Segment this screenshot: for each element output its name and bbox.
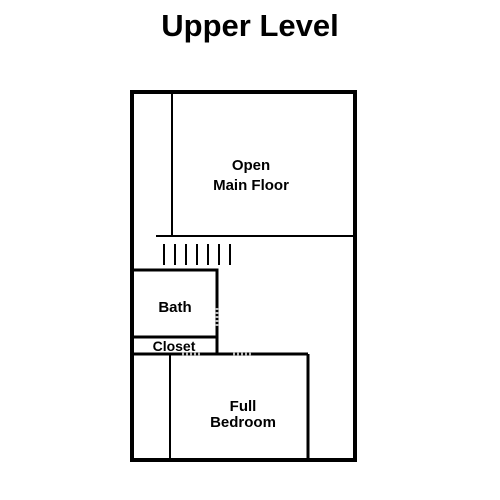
floor-plan-title: Upper Level: [161, 8, 339, 43]
bedroom-label-line1: Full: [230, 398, 257, 415]
closet-label: Closet: [153, 338, 196, 354]
main-floor-label-line1: Open: [232, 157, 270, 174]
main-floor-label-line2: Main Floor: [213, 177, 289, 194]
staircase: [163, 244, 231, 265]
bath-label: Bath: [158, 299, 191, 316]
bedroom-label-line2: Bedroom: [210, 414, 276, 431]
